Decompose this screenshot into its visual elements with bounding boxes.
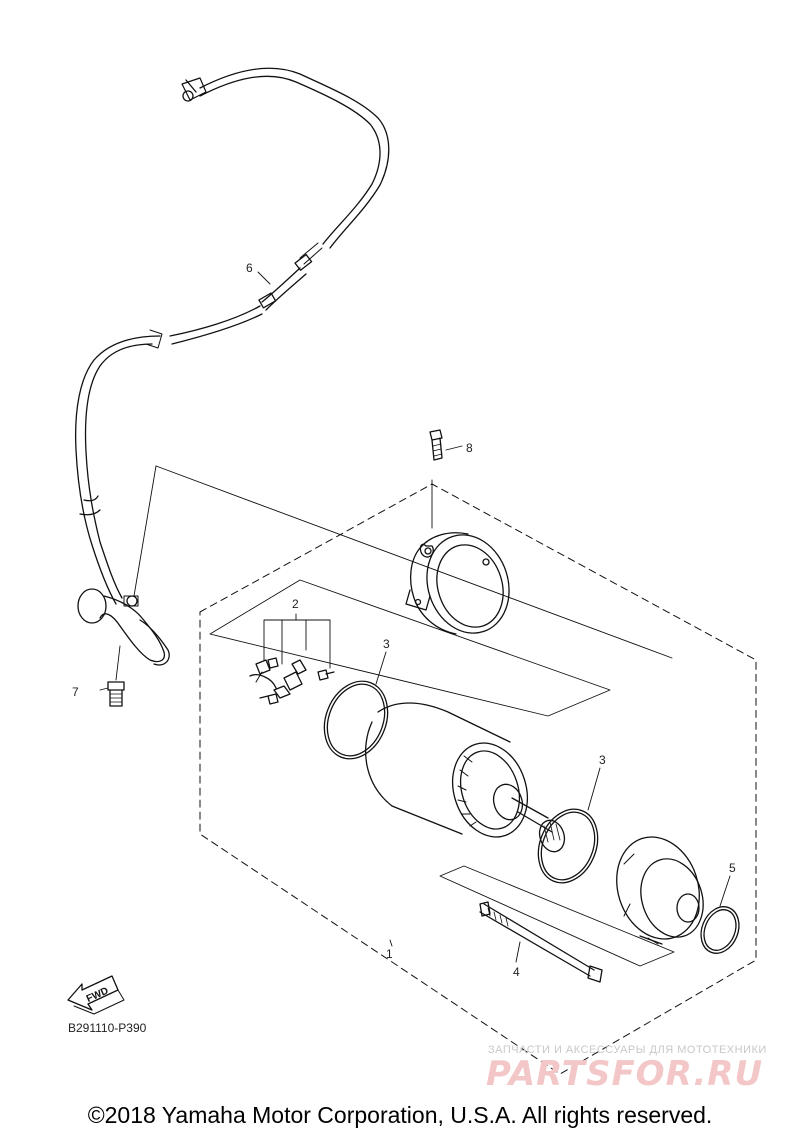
callout-3-right: 3 [599,753,606,767]
callout-1: 1 [386,947,393,961]
starter-cable [74,67,390,666]
o-ring-right [537,808,599,884]
callout-2: 2 [292,597,299,611]
callout-5: 5 [729,861,736,875]
o-ring-5 [700,906,740,954]
fwd-arrow-icon [67,975,125,1015]
motor-yoke [364,702,566,853]
leader-lines [99,271,731,967]
fwd-label: FWD [85,986,110,1005]
callout-8: 8 [466,441,473,455]
callout-3-left: 3 [383,637,390,651]
copyright-notice: ©2018 Yamaha Motor Corporation, U.S.A. A… [87,1102,713,1128]
o-ring-left [323,680,389,760]
assembly-outline [199,483,757,1075]
callout-6: 6 [246,261,253,275]
callout-4: 4 [513,965,520,979]
bolt-8 [429,429,443,461]
figure-code: B291110-P390 [68,1021,147,1035]
watermark-tagline: ЗАПЧАСТИ И АКСЕССУАРЫ ДЛЯ МОТОТЕХНИКИ [488,1044,767,1056]
callout-7: 7 [72,685,79,699]
front-cover [405,532,510,635]
bolt-7 [107,681,125,707]
rear-cover [616,836,704,945]
through-bolt [479,901,603,983]
watermark-logo: PARTSFOR.RU [486,1054,764,1094]
brush-holder-set [249,657,335,705]
